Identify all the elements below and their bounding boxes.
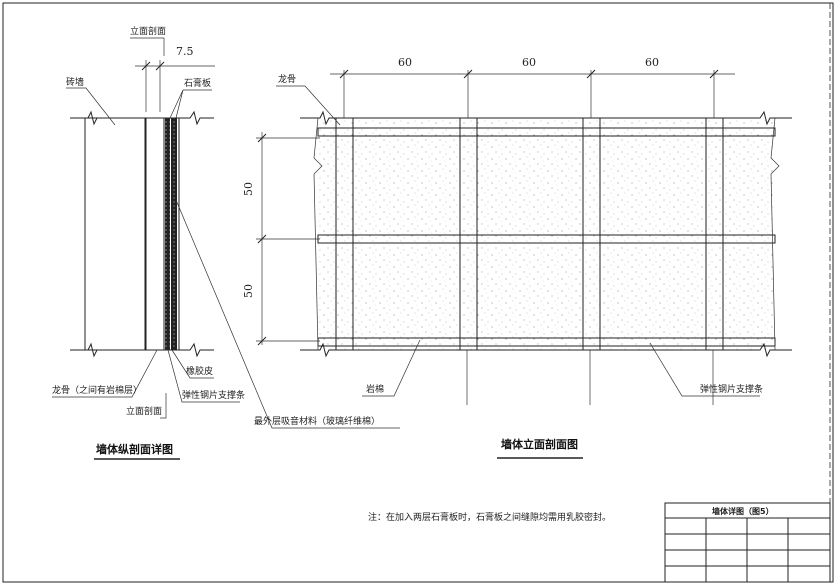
label-spring-steel-section: 弹性钢片支撑条 — [182, 389, 245, 401]
break-line-top — [70, 110, 214, 126]
gypsum-board-2 — [171, 118, 177, 350]
note-text: 注：在加入两层石膏板时，石膏板之间缝隙均需用乳胶密封。 — [368, 511, 611, 523]
label-spring-steel-elevation: 弹性钢片支撑条 — [700, 383, 763, 395]
dimension-horizontal-3: 60 — [645, 56, 659, 69]
dimension-vertical-2: 50 — [242, 284, 255, 298]
label-elevation-section-bottom: 立面剖面 — [126, 405, 162, 417]
dimension-horizontal-2: 60 — [522, 56, 536, 69]
dimension-horizontal-1: 60 — [398, 56, 412, 69]
label-brick-wall: 砖墙 — [66, 76, 84, 88]
wall-section-detail: 7.5 立面剖面 砖墙 石膏板 龙骨（之间有岩棉层） 立面剖面 橡胶皮 弹性钢片… — [52, 25, 400, 460]
label-rockwool: 岩棉 — [366, 383, 384, 395]
brick-wall — [84, 117, 146, 351]
break-line-bottom — [70, 342, 214, 358]
dimension-vertical-1: 50 — [242, 182, 255, 196]
label-stud: 龙骨（之间有岩棉层） — [52, 384, 142, 396]
rockwool-fill — [318, 118, 775, 350]
section-detail-title: 墙体纵剖面详图 — [96, 442, 173, 456]
label-elevation-section-top: 立面剖面 — [130, 25, 166, 37]
stud-layer — [145, 117, 165, 351]
label-rubber: 橡胶皮 — [186, 365, 213, 377]
label-gypsum-board: 石膏板 — [184, 77, 211, 89]
gypsum-board-1 — [165, 118, 170, 350]
break-line-bottom — [300, 342, 792, 358]
track-top — [317, 127, 776, 137]
label-elevation-stud: 龙骨 — [278, 73, 296, 85]
elevation-title: 墙体立面剖面图 — [501, 437, 578, 451]
title-block: 墙体详图（图5） — [664, 502, 831, 583]
wall-elevation: 60 60 60 50 50 龙骨 岩棉 弹性钢片支撑条 墙体立面剖面图 — [242, 56, 792, 459]
label-outer-absorber: 最外层吸音材料（玻璃纤维棉） — [254, 415, 380, 427]
dimension-gap: 7.5 — [176, 45, 194, 58]
break-line-top — [300, 110, 792, 126]
title-block-title: 墙体详图（图5） — [712, 506, 774, 516]
